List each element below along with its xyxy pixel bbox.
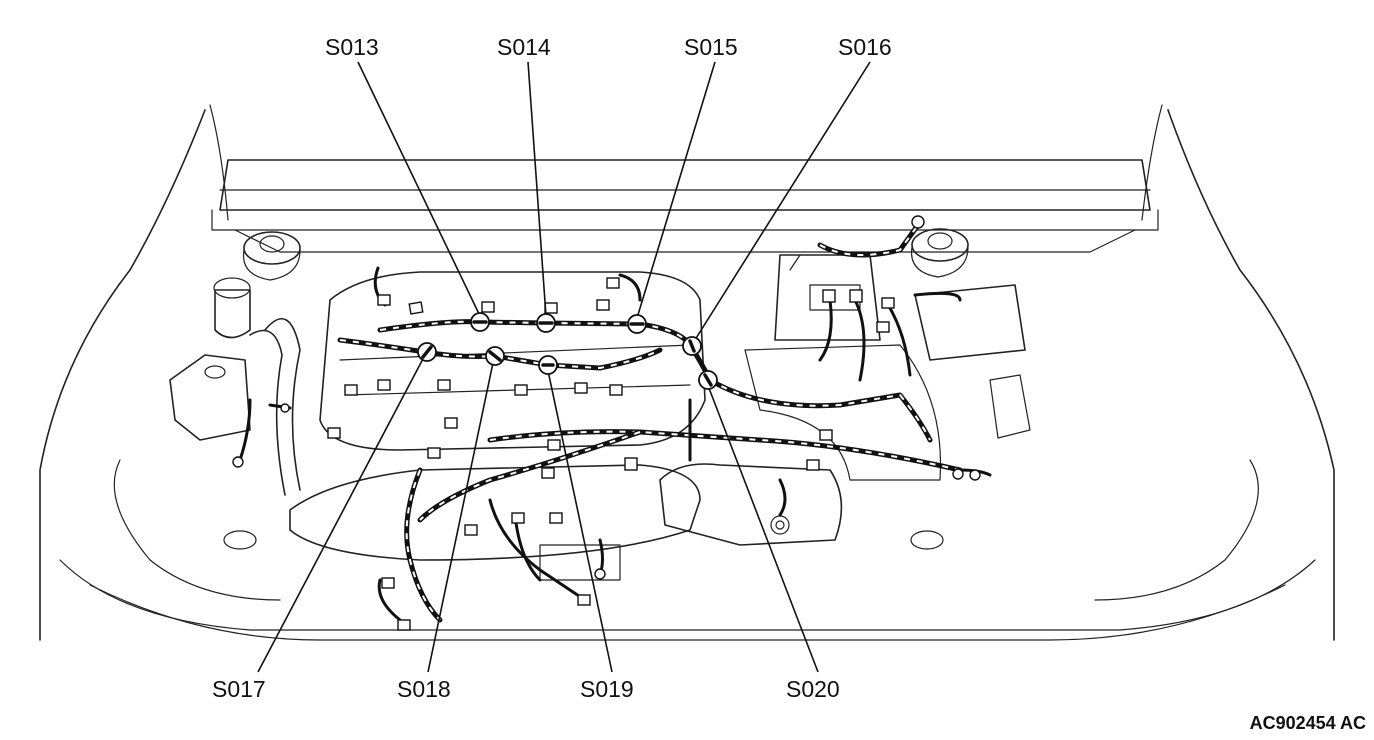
- splice-s018: [485, 346, 505, 366]
- connectors: [232, 215, 981, 631]
- label-s020: S020: [786, 676, 840, 702]
- relay-box: [914, 284, 1031, 439]
- label-s019: S019: [580, 676, 634, 702]
- splice-s020: [698, 370, 718, 390]
- intake-manifold: [289, 464, 701, 581]
- leader-s020: [706, 382, 819, 673]
- splice-s016: [682, 336, 702, 356]
- label-s013: S013: [325, 34, 379, 60]
- label-s017: S017: [212, 676, 266, 702]
- leader-s016: [692, 61, 871, 344]
- leader-s019: [546, 365, 613, 673]
- coolant-reservoir: [213, 277, 251, 339]
- splice-s019: [538, 355, 558, 375]
- leader-s017: [257, 354, 426, 673]
- label-s015: S015: [684, 34, 738, 60]
- label-s014: S014: [497, 34, 551, 60]
- radiator-hose: [249, 318, 301, 496]
- label-s018: S018: [397, 676, 451, 702]
- leader-s018: [427, 357, 495, 673]
- splice-s015: [627, 314, 647, 334]
- vehicle-body-outline: [39, 104, 1335, 641]
- cowl-panel: [211, 159, 1159, 253]
- label-s016: S016: [838, 34, 892, 60]
- splice-s014: [536, 313, 556, 333]
- ecu-bracket: [659, 463, 843, 546]
- engine-wiring-harness: [238, 222, 992, 623]
- transmission-area: [744, 344, 942, 481]
- leader-s014: [527, 61, 547, 317]
- splice-s013: [470, 312, 490, 332]
- leader-s015: [636, 61, 716, 319]
- leader-lines: [257, 61, 871, 673]
- splice-s017: [417, 342, 437, 362]
- washer-tank: [169, 354, 251, 441]
- left-strut-tower: [242, 231, 301, 281]
- figure-id: AC902454 AC: [1249, 713, 1366, 733]
- leader-s013: [357, 61, 481, 317]
- right-strut-tower: [910, 228, 969, 278]
